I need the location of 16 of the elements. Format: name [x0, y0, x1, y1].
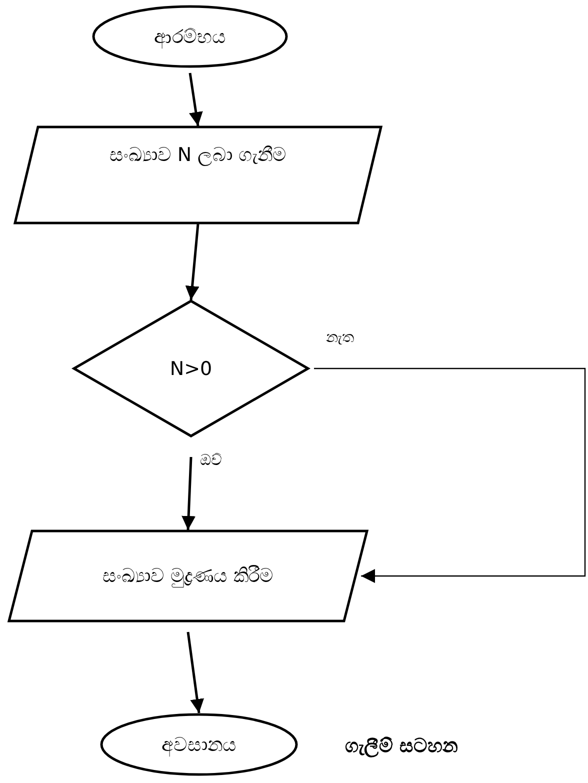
node-label: සංඛ්‍යාව N ලබා ගැනීම — [109, 144, 287, 166]
arrow — [314, 368, 586, 583]
output-parallelogram — [8, 530, 368, 622]
node-label: ආරම්භය — [154, 26, 226, 48]
start-terminal — [92, 5, 288, 68]
arrow — [188, 72, 203, 126]
input-parallelogram — [14, 126, 382, 224]
node-label: අවසානය — [162, 734, 236, 756]
arrow — [186, 632, 204, 714]
arrow — [185, 224, 200, 300]
arrow — [182, 456, 196, 530]
caption: ගැලීම් සටහන — [345, 735, 458, 757]
decision-diamond — [73, 300, 309, 437]
end-terminal — [100, 713, 298, 776]
node-label: සංඛ්‍යාව මුද්‍රණය කිරීම — [102, 565, 274, 587]
node-label: N>0 — [170, 358, 212, 380]
